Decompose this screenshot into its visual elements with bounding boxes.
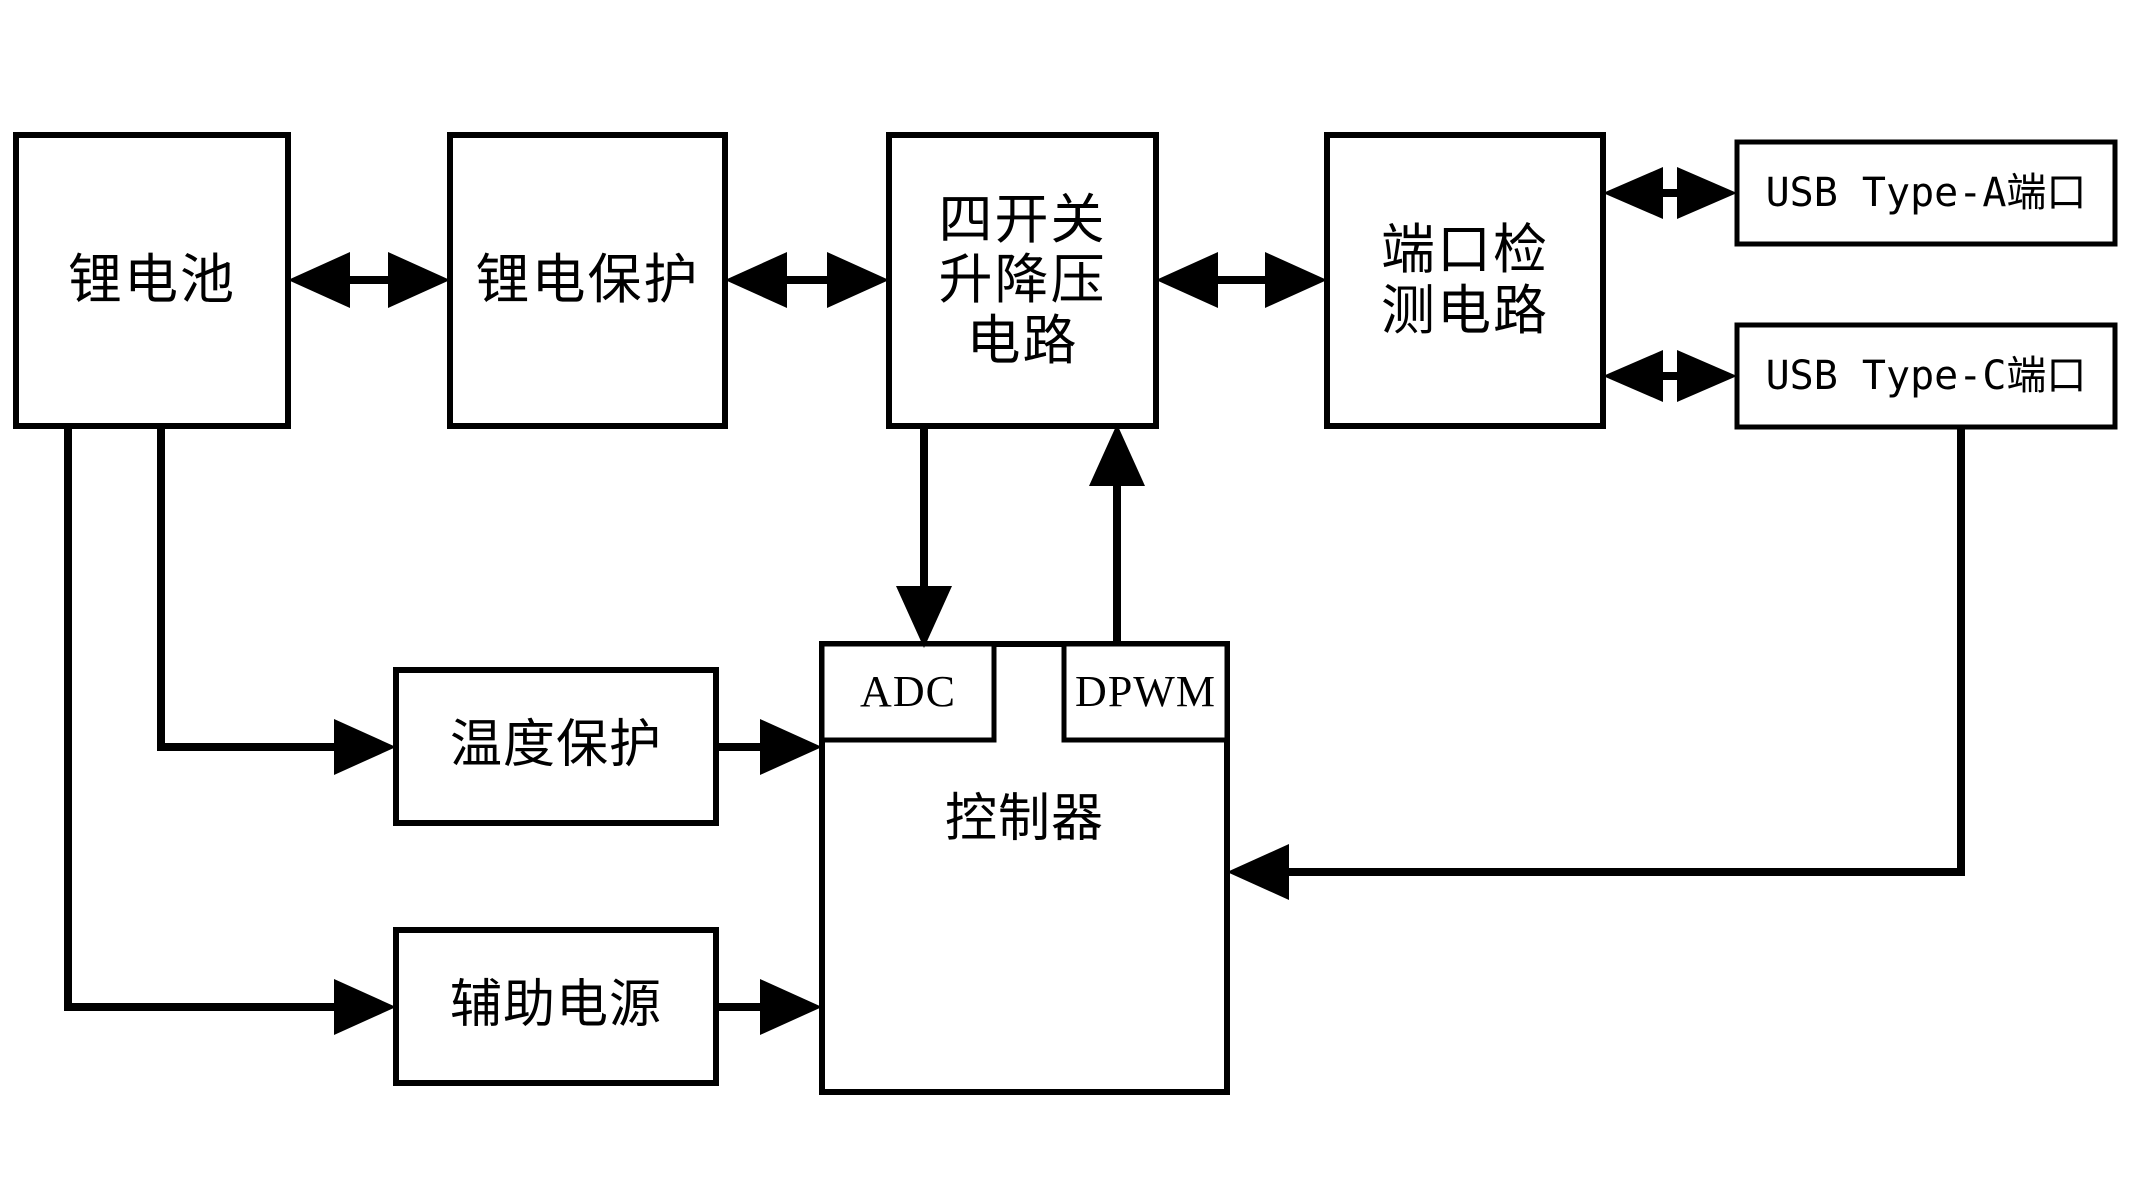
arrowhead-left [1603,167,1663,219]
connector-battery-to-tempprotect [157,426,396,775]
arrowhead-left [1603,350,1663,402]
arrowhead-right [334,979,396,1035]
arrowhead-right [827,252,889,308]
block-dpwm[interactable] [1061,641,1230,743]
arrowhead-right [334,719,396,775]
connector-tempprotect-to-controller [716,719,822,775]
arrowhead-right [760,979,822,1035]
connector-portdetect-to-usba [1603,167,1737,219]
block-usb-type-a[interactable] [1734,139,2118,247]
arrowhead-right [1677,350,1737,402]
block-aux-power[interactable] [393,927,719,1086]
connector-buckboost-to-adc [896,426,952,648]
connector-protect-to-buckboost [725,252,889,308]
arrowhead-right [760,719,822,775]
connector-battery-to-protect [288,252,450,308]
connector-dpwm-to-buckboost [1089,424,1145,644]
arrowhead-down [896,586,952,648]
arrowhead-left [1156,252,1218,308]
block-buck-boost[interactable] [886,132,1159,429]
arrowhead-right [1677,167,1737,219]
arrowhead-up [1089,424,1145,486]
connector-usbc-to-controller [1227,427,1965,900]
block-adc[interactable] [819,641,997,743]
block-temp-protect[interactable] [393,667,719,826]
block-port-detect[interactable] [1324,132,1606,429]
connector-auxpower-to-controller [716,979,822,1035]
arrowhead-left [288,252,350,308]
block-usb-type-c[interactable] [1734,322,2118,430]
block-battery[interactable] [13,132,291,429]
arrowhead-left [725,252,787,308]
connector-portdetect-to-usbc [1603,350,1737,402]
arrowhead-left [1227,844,1289,900]
connector-buckboost-to-portdetect [1156,252,1327,308]
block-battery-protect[interactable] [447,132,728,429]
connector-battery-to-auxpower [64,426,396,1035]
arrowhead-right [388,252,450,308]
arrowhead-right [1265,252,1327,308]
